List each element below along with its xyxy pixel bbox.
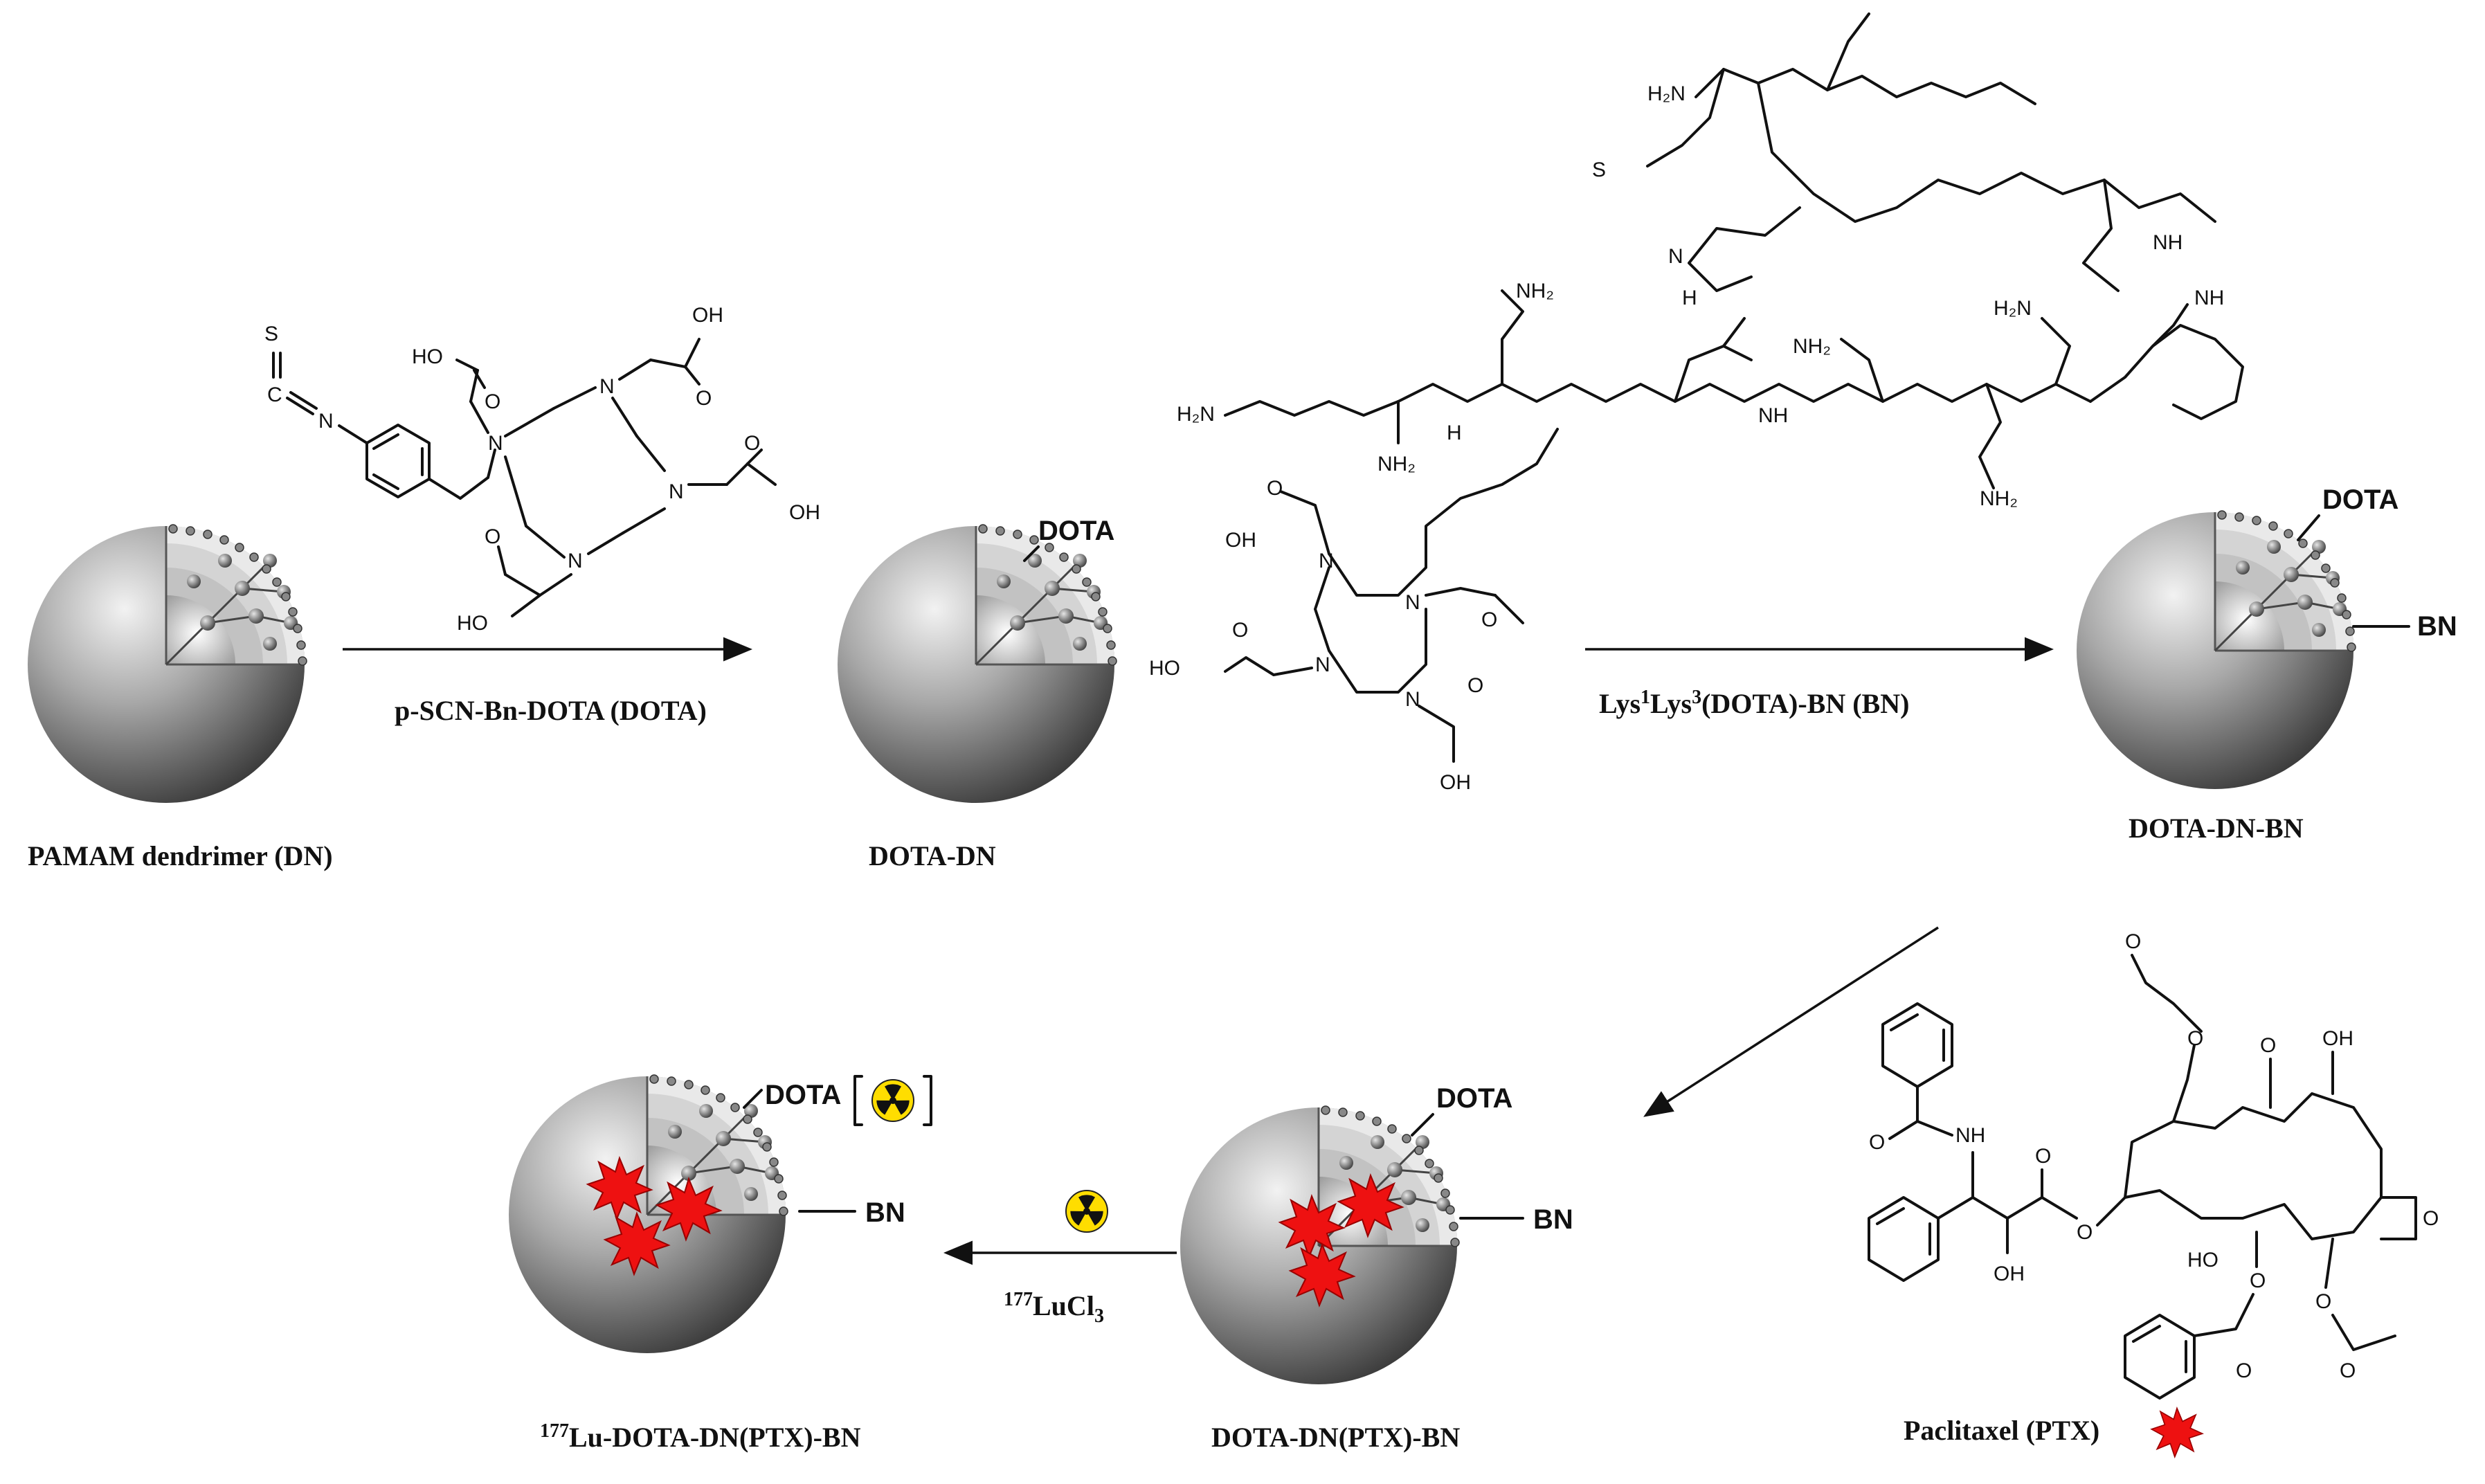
dota-dn-ptx-bn-bn-tag: BN bbox=[1533, 1204, 1573, 1235]
svg-text:N: N bbox=[1668, 245, 1683, 268]
dota-dn-ptx-bn-dota-tag: DOTA bbox=[1436, 1083, 1512, 1114]
svg-text:O: O bbox=[2236, 1359, 2252, 1382]
dota-dn-bn-bn-tag: BN bbox=[2417, 611, 2457, 642]
svg-text:O: O bbox=[2125, 930, 2141, 953]
svg-text:O: O bbox=[744, 432, 760, 455]
ptx-label: Paclitaxel (PTX) bbox=[1904, 1415, 2099, 1446]
svg-text:N: N bbox=[1405, 591, 1420, 614]
dota-dn-bn-label: DOTA-DN-BN bbox=[2129, 813, 2304, 844]
svg-text:NH: NH bbox=[2194, 287, 2224, 309]
svg-text:H₂N: H₂N bbox=[1994, 297, 2032, 320]
lu-dota-tag: DOTA bbox=[765, 1080, 841, 1110]
arrow-step3 bbox=[1643, 926, 1939, 1117]
svg-text:NH: NH bbox=[1955, 1124, 1985, 1147]
svg-text:C: C bbox=[267, 383, 282, 406]
dota-dn-graphic bbox=[836, 523, 1118, 804]
svg-text:O: O bbox=[2187, 1027, 2203, 1050]
svg-text:OH: OH bbox=[1225, 529, 1256, 552]
dota-dn-label: DOTA-DN bbox=[869, 840, 996, 871]
svg-text:H₂N: H₂N bbox=[1647, 82, 1686, 105]
svg-text:O: O bbox=[485, 525, 500, 548]
step1-reagent-label: p-SCN-Bn-DOTA (DOTA) bbox=[395, 695, 707, 726]
svg-text:NH: NH bbox=[1758, 404, 1788, 427]
pamam-dendrimer-graphic bbox=[26, 523, 308, 804]
svg-text:O: O bbox=[2077, 1221, 2093, 1244]
svg-text:N: N bbox=[318, 410, 334, 433]
svg-text:O: O bbox=[2260, 1034, 2276, 1057]
svg-text:N: N bbox=[669, 480, 684, 503]
svg-text:N: N bbox=[568, 550, 583, 572]
svg-text:O: O bbox=[2250, 1269, 2266, 1292]
svg-text:N: N bbox=[1315, 653, 1330, 676]
svg-text:N: N bbox=[488, 432, 503, 455]
svg-text:OH: OH bbox=[1994, 1263, 2025, 1285]
svg-text:N: N bbox=[599, 375, 615, 398]
dota-dn-bn-graphic bbox=[2075, 509, 2357, 790]
svg-text:HO: HO bbox=[2187, 1249, 2219, 1272]
svg-text:O: O bbox=[1232, 619, 1248, 642]
svg-text:OH: OH bbox=[789, 501, 820, 524]
step2-reagent-label: Lys1Lys3(DOTA)-BN (BN) bbox=[1599, 687, 1909, 719]
svg-text:HO: HO bbox=[412, 345, 443, 368]
lu-reagent-label: 177LuCl3 bbox=[1004, 1289, 1104, 1327]
svg-text:H₂N: H₂N bbox=[1177, 403, 1215, 426]
svg-text:O: O bbox=[485, 390, 500, 413]
svg-text:N: N bbox=[1319, 550, 1334, 572]
dota-dn-ptx-bn-label: DOTA-DN(PTX)-BN bbox=[1211, 1422, 1460, 1453]
lys-dota-bn-structure: H₂N NH₂ H NH NH₂ NH₂ NH₂ H₂N NH H₂N S N … bbox=[1149, 12, 2244, 794]
svg-text:O: O bbox=[2340, 1359, 2356, 1382]
lu-dota-dn-ptx-bn-graphic bbox=[507, 1074, 789, 1355]
svg-text:NH₂: NH₂ bbox=[1516, 280, 1554, 302]
svg-text:O: O bbox=[1267, 477, 1283, 500]
svg-text:NH₂: NH₂ bbox=[1793, 335, 1831, 358]
pamam-label: PAMAM dendrimer (DN) bbox=[28, 840, 333, 871]
svg-text:O: O bbox=[2035, 1145, 2051, 1168]
svg-text:S: S bbox=[264, 323, 278, 345]
svg-text:O: O bbox=[696, 387, 712, 410]
svg-text:OH: OH bbox=[1440, 771, 1471, 794]
paclitaxel-structure: O NH OH O O O O O OH O HO O O O bbox=[1868, 930, 2439, 1400]
svg-text:O: O bbox=[1481, 608, 1497, 631]
final-product-label: 177Lu-DOTA-DN(PTX)-BN bbox=[540, 1420, 861, 1453]
dota-dn-ptx-bn-graphic bbox=[1179, 1105, 1461, 1386]
svg-text:N: N bbox=[1405, 688, 1420, 711]
svg-text:OH: OH bbox=[692, 304, 723, 327]
svg-text:HO: HO bbox=[1149, 657, 1180, 680]
ptx-starburst-icon bbox=[2151, 1407, 2203, 1458]
svg-text:NH₂: NH₂ bbox=[1980, 487, 2018, 510]
lu-radioactive-icon bbox=[871, 1079, 914, 1122]
svg-text:OH: OH bbox=[2322, 1027, 2353, 1050]
svg-text:NH₂: NH₂ bbox=[1377, 453, 1416, 476]
svg-text:H: H bbox=[1447, 422, 1462, 444]
svg-text:HO: HO bbox=[457, 612, 488, 635]
svg-text:O: O bbox=[1467, 674, 1483, 697]
dota-dn-bn-dota-tag: DOTA bbox=[2322, 485, 2398, 515]
dota-dn-dota-tag: DOTA bbox=[1038, 516, 1114, 546]
radioactive-icon bbox=[1065, 1190, 1108, 1233]
svg-text:O: O bbox=[1869, 1131, 1885, 1154]
svg-text:O: O bbox=[2315, 1290, 2331, 1313]
p-scn-bn-dota-structure: S C N N HO O N OH O N O bbox=[264, 304, 820, 635]
svg-text:O: O bbox=[2423, 1207, 2439, 1230]
lu-bn-tag: BN bbox=[865, 1197, 905, 1228]
svg-text:H: H bbox=[1682, 287, 1697, 309]
svg-text:NH: NH bbox=[2153, 231, 2183, 254]
svg-text:S: S bbox=[1592, 159, 1606, 181]
